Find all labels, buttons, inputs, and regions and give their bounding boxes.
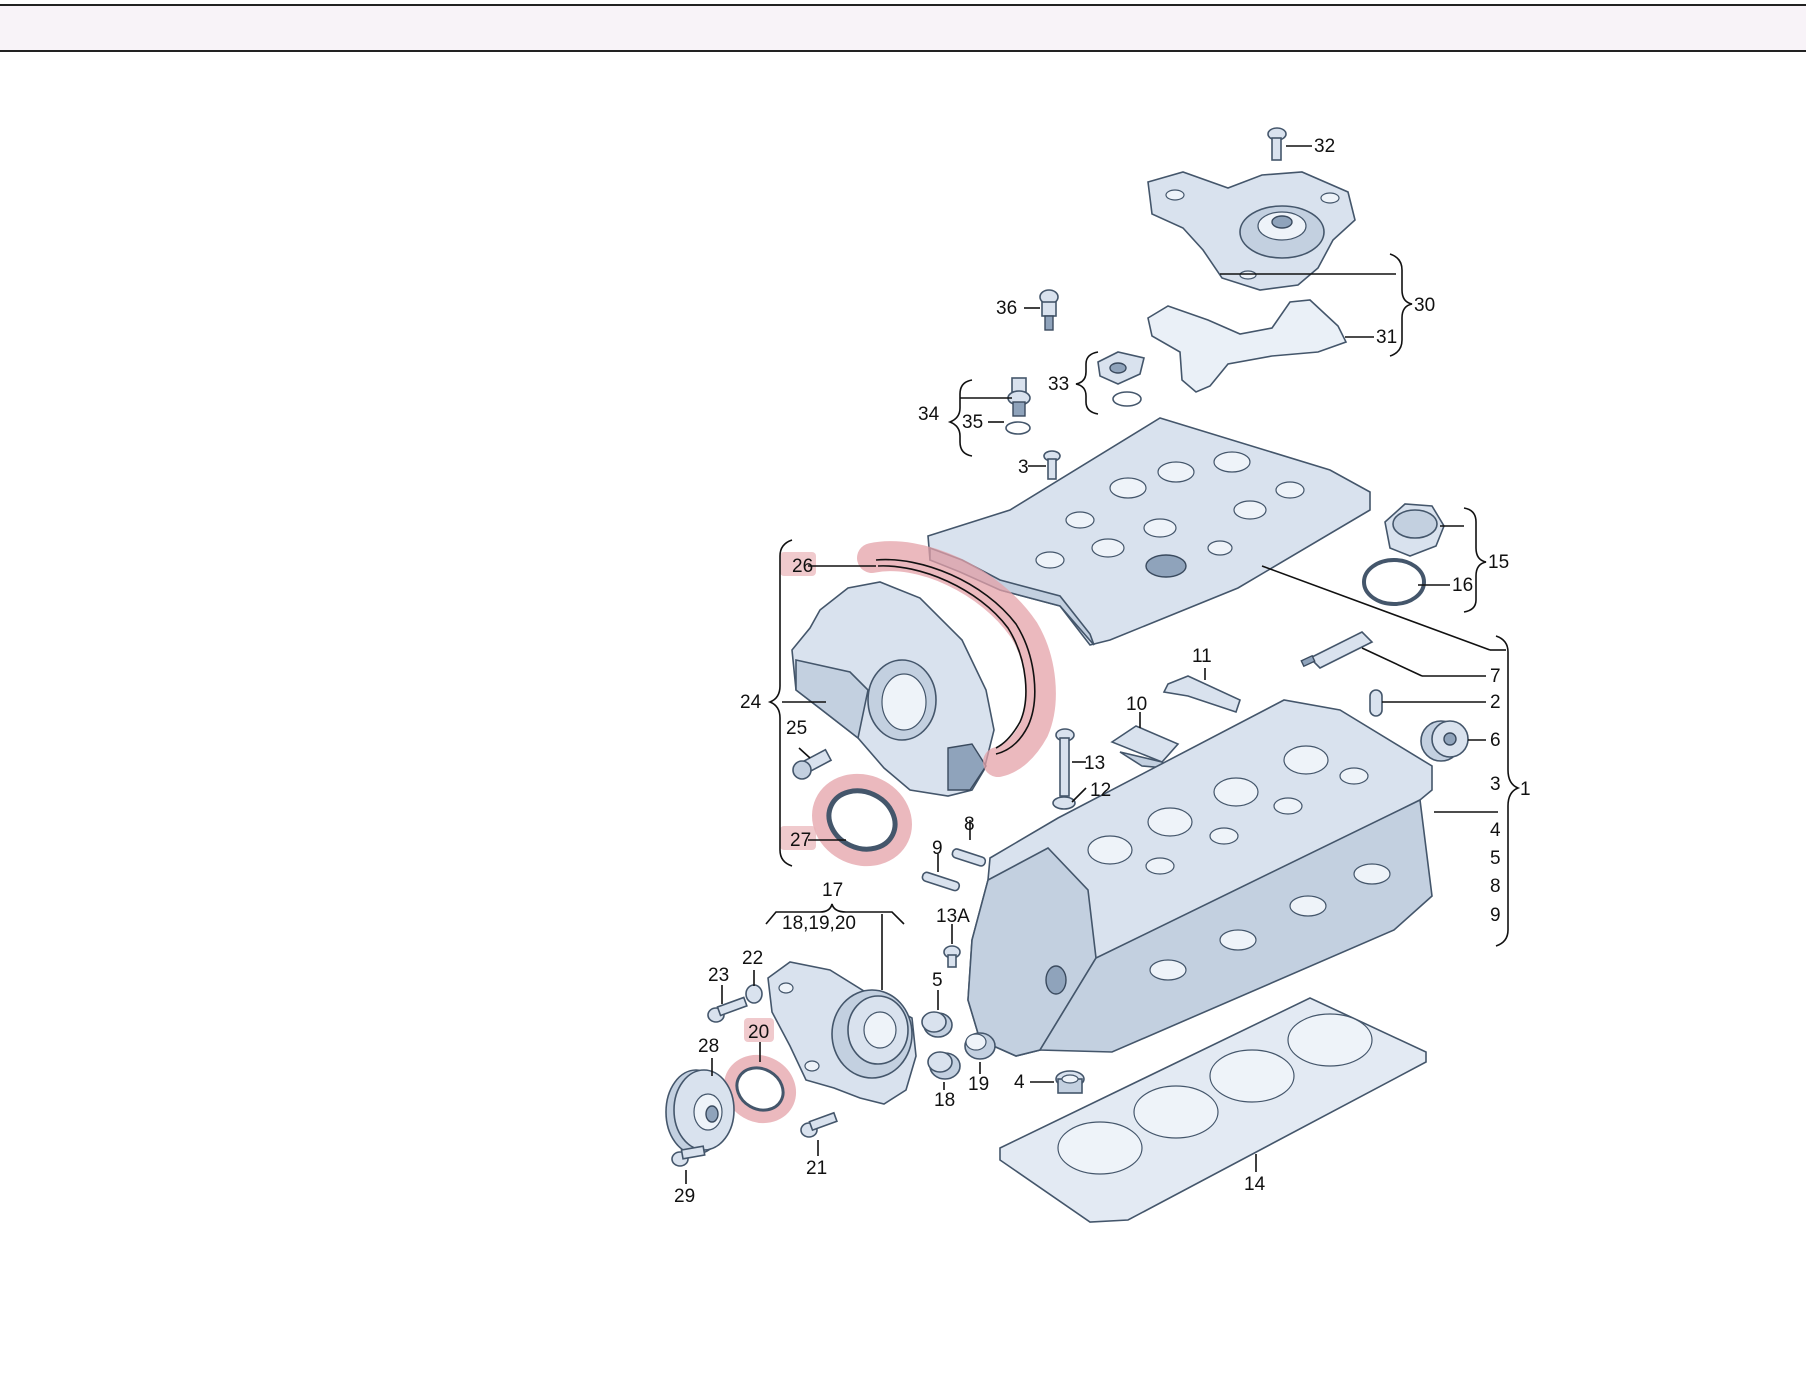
label-3-bolt: 3 — [1018, 457, 1029, 478]
label-13: 13 — [1084, 753, 1105, 774]
part-34-sender — [1007, 377, 1031, 417]
label-14: 14 — [1244, 1174, 1266, 1195]
part-22-washer — [745, 984, 763, 1004]
label-4-part: 4 — [1014, 1072, 1025, 1093]
label-27: 27 — [790, 830, 811, 851]
label-29: 29 — [674, 1186, 695, 1207]
label-12: 12 — [1090, 780, 1111, 801]
label-35: 35 — [962, 412, 983, 433]
part-1-cylinder-head — [967, 699, 1433, 1057]
part-20-o-ring — [723, 1054, 797, 1124]
part-15-oil-filler-cap — [1384, 503, 1445, 557]
label-16: 16 — [1452, 575, 1473, 596]
part-36-sensor — [1039, 289, 1059, 331]
part-16-seal — [1362, 558, 1426, 606]
label-28: 28 — [698, 1036, 719, 1057]
label-25: 25 — [786, 718, 807, 739]
part-2-pin — [1369, 689, 1383, 717]
label-5-part: 5 — [932, 970, 943, 991]
label-9-part: 9 — [932, 838, 943, 859]
label-5-group: 5 — [1490, 848, 1501, 869]
part-7-sleeve — [1300, 631, 1374, 669]
part-27-seal — [812, 773, 912, 867]
part-32-bolt — [1267, 127, 1287, 161]
label-34: 34 — [918, 404, 940, 425]
part-25-bolt — [792, 748, 833, 780]
label-30: 30 — [1414, 295, 1435, 316]
part-35-o-ring — [1005, 421, 1031, 435]
part-31-gasket — [1147, 299, 1348, 393]
label-1: 1 — [1520, 779, 1531, 800]
top-toolbar — [0, 4, 1806, 52]
part-19-plug — [964, 1032, 996, 1060]
label-2: 2 — [1490, 692, 1501, 713]
label-18: 18 — [934, 1090, 955, 1111]
label-26: 26 — [792, 556, 813, 577]
part-labels: 32 30 31 36 33 34 35 3 15 16 26 7 11 2 2… — [674, 136, 1531, 1207]
label-7: 7 — [1490, 666, 1501, 687]
part-3-bolt — [1043, 450, 1061, 480]
part-17-bracket — [767, 961, 917, 1105]
label-4-group: 4 — [1490, 820, 1501, 841]
label-8-part: 8 — [964, 814, 975, 835]
label-11: 11 — [1192, 646, 1212, 667]
part-10-rocker — [1110, 725, 1180, 769]
label-3-group: 3 — [1490, 774, 1501, 795]
part-18-plug — [927, 1051, 961, 1080]
part-11-rocker — [1162, 675, 1241, 714]
label-8-group: 8 — [1490, 876, 1501, 897]
label-17: 17 — [822, 880, 843, 901]
part-30-separator-housing — [1147, 171, 1356, 291]
part-21-bolt — [800, 1111, 838, 1138]
label-21: 21 — [806, 1158, 827, 1179]
label-13a: 13A — [936, 906, 970, 927]
part-14-head-gasket — [999, 997, 1427, 1223]
part-13a-bolt — [943, 945, 961, 968]
part-4-plug — [1055, 1070, 1085, 1094]
part-5-plug — [921, 1011, 953, 1038]
part-13-bolt — [1055, 728, 1075, 797]
part-8-pin — [951, 848, 987, 867]
label-33: 33 — [1048, 374, 1069, 395]
part-9-pin — [921, 871, 961, 892]
label-32: 32 — [1314, 136, 1335, 157]
head-ports — [1045, 745, 1391, 995]
label-15: 15 — [1488, 552, 1509, 573]
label-20: 20 — [748, 1022, 769, 1043]
part-33-valve — [1097, 351, 1145, 407]
part-24-timing-cover — [791, 581, 995, 797]
part-29-bolt — [671, 1145, 706, 1167]
label-6: 6 — [1490, 730, 1501, 751]
leader-lines — [685, 145, 1521, 1184]
part-6-sprocket — [1420, 720, 1469, 762]
label-9-group: 9 — [1490, 905, 1501, 926]
part-23-bolt — [707, 996, 748, 1023]
part-28-flange — [665, 1069, 735, 1155]
part-12-washer — [1052, 796, 1076, 810]
label-36: 36 — [996, 298, 1017, 319]
label-18-19-20: 18,19,20 — [782, 913, 856, 934]
label-23: 23 — [708, 965, 729, 986]
label-10: 10 — [1126, 694, 1147, 715]
part-26-gasket — [857, 541, 1056, 777]
label-19: 19 — [968, 1074, 989, 1095]
label-22: 22 — [742, 948, 763, 969]
label-31: 31 — [1376, 327, 1397, 348]
label-24: 24 — [740, 692, 762, 713]
